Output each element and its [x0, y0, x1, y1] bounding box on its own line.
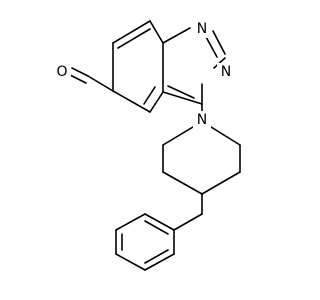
bond-ph-5 [115, 213, 146, 231]
bond-n-c2-pip [162, 126, 194, 146]
bond-c6-cho [87, 75, 114, 92]
bond-c4-c5-pip [201, 171, 241, 195]
bond-c4a2-c5-double [143, 86, 156, 105]
bond-ph-2-double [144, 249, 169, 264]
label-bg-n1 [193, 20, 211, 38]
bond-ph-6-double [144, 220, 169, 235]
molecule-canvas: N N N O [53, 20, 241, 271]
bond-c3-c4-pip [162, 171, 203, 195]
atom-o: O [56, 64, 67, 80]
bond-c8a-n1 [162, 27, 191, 44]
phenyl-ring [115, 213, 175, 271]
atom-n1: N [197, 21, 207, 37]
atom-n3: N [221, 64, 231, 80]
bond-ch2-ph [173, 213, 203, 231]
benzo-ring [112, 20, 164, 113]
atom-n-piperidine: N [197, 112, 207, 128]
label-bg-n3 [217, 63, 235, 81]
piperidine-ring [162, 103, 241, 195]
atom-labels: N N N O [53, 20, 235, 129]
bond-c8a-c4a [149, 20, 164, 44]
bond-c4a2-c5 [149, 91, 164, 113]
bond-c6-n-pip [210, 126, 241, 146]
bond-ph-6 [144, 213, 175, 231]
bond-n1-c2-double [204, 34, 218, 58]
bond-c5-c6 [112, 90, 151, 113]
bond-c-o-double [69, 74, 87, 84]
benzyl-linker [173, 193, 203, 231]
bond-n1-c2 [212, 30, 226, 55]
bond-ph-3 [115, 253, 146, 271]
bond-c-o [71, 67, 89, 77]
bond-c7-c8a [112, 20, 151, 44]
bond-c4-c4a [162, 91, 203, 105]
bond-c7-c8a-double [117, 28, 151, 49]
aldehyde-group [69, 67, 114, 92]
label-bg-o [53, 63, 71, 81]
pyrimidine-ring [162, 27, 226, 105]
molecule-structure: N N N O [53, 20, 241, 271]
bond-ph-2 [144, 253, 175, 271]
bond-c4-c4a-double [167, 85, 195, 99]
label-bg-n-pip [193, 111, 211, 129]
